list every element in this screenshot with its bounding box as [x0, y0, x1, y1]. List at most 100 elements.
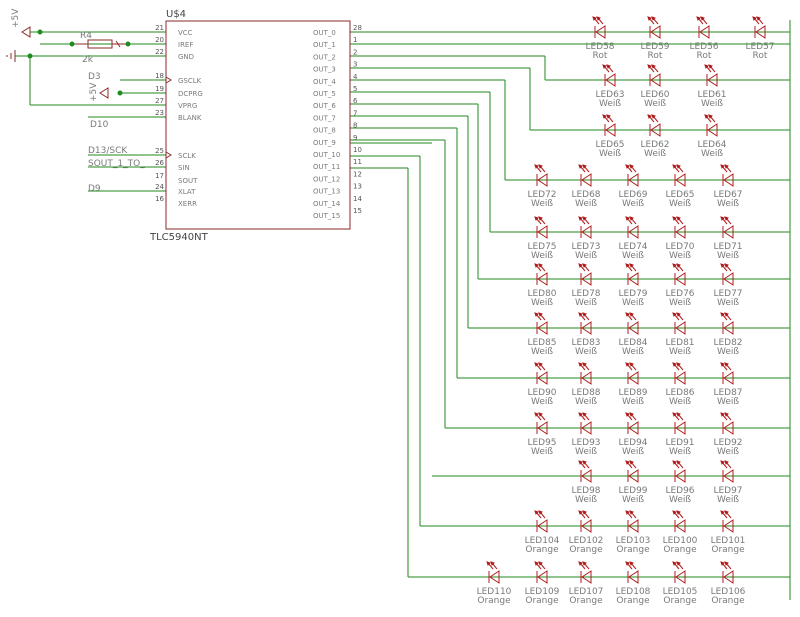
led-name: LED103 — [616, 536, 651, 546]
led-color: Weiß — [622, 199, 644, 209]
led-name: LED61 — [697, 90, 726, 100]
led-name: LED71 — [713, 242, 742, 252]
chip-pin-number: 17 — [155, 172, 164, 180]
led-symbol — [625, 510, 639, 533]
led-symbol — [578, 164, 592, 187]
led-symbol — [720, 362, 734, 385]
clock-marker — [165, 151, 172, 159]
led-name: LED91 — [665, 438, 694, 448]
led-symbol — [672, 216, 686, 239]
led-name: LED93 — [571, 438, 600, 448]
led-color: Orange — [711, 545, 745, 555]
led-name: LED89 — [618, 388, 647, 398]
led-symbol — [534, 412, 548, 435]
chip-pin-name: OUT_2 — [313, 53, 336, 61]
resistor-value: 2k — [82, 55, 94, 65]
led-name: LED70 — [665, 242, 694, 252]
led-name: LED108 — [616, 587, 651, 597]
led-symbol — [578, 460, 592, 483]
chip-pin-name: VCC — [178, 29, 193, 37]
led-symbol — [578, 412, 592, 435]
led-array: LED58RotLED59RotLED56RotLED57RotLED63Wei… — [477, 16, 775, 606]
led-symbol — [720, 263, 734, 286]
led-name: LED99 — [618, 486, 647, 496]
led-color: Weiß — [669, 495, 691, 505]
led-symbol — [625, 216, 639, 239]
chip-pin-name: VPRG — [178, 102, 197, 110]
led-color: Weiß — [575, 397, 597, 407]
led-color: Rot — [753, 51, 768, 61]
chip-pin-number: 28 — [353, 24, 362, 32]
led-symbol — [534, 510, 548, 533]
net-label: D13/SCK — [88, 146, 128, 156]
led-symbol — [578, 263, 592, 286]
chip-pin-number: 2 — [353, 48, 357, 56]
led-name: LED95 — [527, 438, 556, 448]
led-name: LED65 — [665, 190, 694, 200]
led-symbol — [534, 561, 548, 584]
chip-pin-name: XLAT — [178, 188, 196, 196]
chip-pin-number: 11 — [353, 158, 362, 166]
led-symbol — [625, 561, 639, 584]
led-name: LED100 — [663, 536, 698, 546]
chip-pin-name: OUT_3 — [313, 66, 336, 74]
led-name: LED77 — [713, 289, 742, 299]
chip-pin-number: 3 — [353, 61, 357, 69]
led-color: Weiß — [622, 495, 644, 505]
led-color: Weiß — [669, 199, 691, 209]
chip-pin-number: 18 — [155, 72, 164, 80]
led-color: Weiß — [599, 99, 621, 109]
chip-pin-name: SOUT — [178, 177, 198, 185]
led-name: LED68 — [571, 190, 600, 200]
led-color: Weiß — [575, 251, 597, 261]
led-name: LED79 — [618, 289, 647, 299]
led-color: Weiß — [575, 347, 597, 357]
led-symbol — [578, 510, 592, 533]
led-color: Weiß — [669, 397, 691, 407]
chip-name: U$4 — [166, 9, 186, 20]
chip-pin-name: SIN — [178, 164, 190, 172]
led-color: Weiß — [717, 347, 739, 357]
led-name: LED97 — [713, 486, 742, 496]
net-label: SOUT_1_TO_ — [88, 159, 145, 169]
led-color: Rot — [648, 51, 663, 61]
chip-pin-number: 4 — [353, 73, 358, 81]
chip-pin-name: OUT_6 — [313, 102, 336, 110]
chip-pin-number: 14 — [353, 195, 362, 203]
led-symbol — [534, 164, 548, 187]
chip-pin-name: OUT_13 — [313, 188, 340, 196]
led-name: LED65 — [595, 140, 624, 150]
led-name: LED73 — [571, 242, 600, 252]
led-color: Weiß — [644, 99, 666, 109]
chip-pin-number: 23 — [155, 109, 164, 117]
led-symbol — [625, 362, 639, 385]
led-color: Weiß — [622, 298, 644, 308]
led-symbol — [672, 561, 686, 584]
led-name: LED72 — [527, 190, 556, 200]
chip-pin-name: DCPRG — [178, 90, 203, 98]
chip-pin-number: 5 — [353, 85, 357, 93]
led-symbol — [625, 312, 639, 335]
chip-pin-number: 24 — [155, 183, 164, 191]
chip-pin-name: OUT_4 — [313, 78, 336, 86]
led-color: Weiß — [717, 251, 739, 261]
led-name: LED102 — [569, 536, 604, 546]
led-color: Rot — [593, 51, 608, 61]
chip-pin-name: OUT_7 — [313, 114, 336, 122]
chip-pin-number: 16 — [155, 195, 164, 203]
led-name: LED80 — [527, 289, 556, 299]
chip-pin-name: IREF — [178, 41, 193, 49]
led-symbol — [720, 561, 734, 584]
led-color: Weiß — [669, 251, 691, 261]
led-symbol — [486, 561, 500, 584]
led-symbol — [534, 263, 548, 286]
led-symbol — [602, 114, 616, 137]
chip-pin-name: XERR — [178, 200, 197, 208]
led-name: LED101 — [711, 536, 746, 546]
led-symbol — [672, 460, 686, 483]
led-color: Orange — [616, 596, 650, 606]
led-name: LED76 — [665, 289, 694, 299]
led-name: LED67 — [713, 190, 742, 200]
